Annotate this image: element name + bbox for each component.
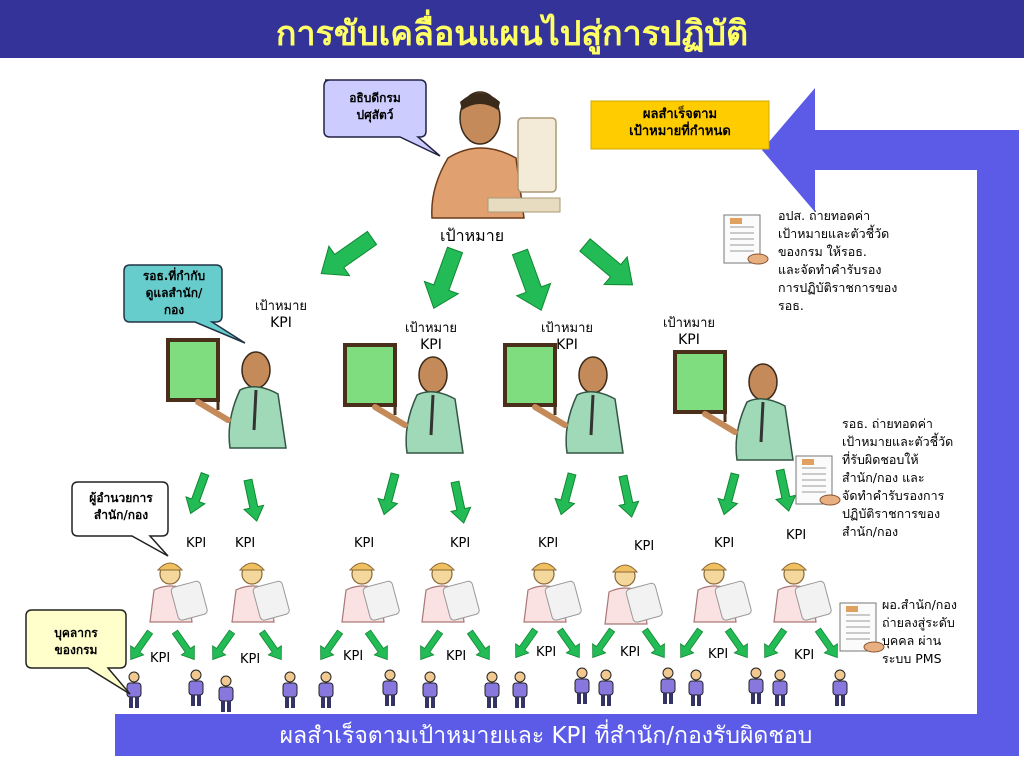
note-manager-line2: ถ่ายลงสู่ระดับ [882, 615, 955, 630]
kpi-label-3: KPI [556, 337, 578, 353]
callout-manager-text: ผู้อำนวยการ สำนัก/กอง [74, 490, 168, 524]
note-manager-line3: บุคคล ผ่าน [882, 633, 942, 648]
worker-row [149, 562, 833, 625]
goal-kpi-label-4: เป้าหมาย KPI [654, 315, 724, 349]
note-director-line5: การปฏิบัติราชการของ [778, 280, 898, 295]
kpi-staff-6: KPI [620, 645, 641, 660]
note-director-line3: ของกรม ให้รอธ. [778, 244, 867, 259]
callout-deputy-line3: กอง [163, 303, 185, 317]
note-manager: ผอ.สำนัก/กอง ถ่ายลงสู่ระดับ บุคคล ผ่าน ร… [882, 596, 992, 668]
result-box [590, 100, 770, 150]
goal-label-2: เป้าหมาย [404, 321, 458, 336]
manager-3 [505, 345, 623, 453]
kpi-staff-7: KPI [708, 647, 729, 662]
callout-manager-line2: สำนัก/กอง [93, 508, 149, 522]
note-deputy: รอธ. ถ่ายทอดค่า เป้าหมายและตัวชี้วัด ที่… [842, 415, 982, 541]
callout-deputy [123, 264, 246, 344]
kpi-worker-2: KPI [235, 536, 256, 551]
note-deputy-line1: รอธ. ถ่ายทอดค่า [842, 416, 933, 431]
worker-arrows [123, 625, 845, 665]
document-icon-1 [723, 214, 769, 265]
manager-2 [345, 345, 463, 453]
callout-staff-line1: บุคลากร [54, 626, 98, 640]
kpi-staff-4: KPI [446, 649, 467, 664]
callout-manager [71, 481, 169, 557]
goal-label-4: เป้าหมาย [662, 316, 716, 331]
goal-label-1: เป้าหมาย [254, 299, 308, 314]
return-arrow [762, 88, 1019, 756]
callout-staff-line2: ของกรม [54, 643, 98, 657]
kpi-worker-6: KPI [634, 539, 655, 554]
document-icon-3 [839, 602, 885, 653]
kpi-label-2: KPI [420, 337, 442, 353]
staff-row [126, 667, 848, 713]
note-deputy-line5: จัดทำคำรับรองการ [842, 488, 945, 503]
note-manager-line1: ผอ.สำนัก/กอง [882, 597, 957, 612]
result-box-line2: เป้าหมายที่กำหนด [629, 124, 731, 139]
callout-director-text: อธิบดีกรม ปศุสัตว์ [326, 90, 424, 124]
callout-manager-line1: ผู้อำนวยการ [89, 491, 153, 505]
goal-label-3: เป้าหมาย [540, 321, 594, 336]
callout-staff [25, 609, 131, 695]
note-deputy-line2: เป้าหมายและตัวชี้วัด [842, 434, 954, 449]
kpi-worker-8: KPI [786, 528, 807, 543]
callout-deputy-line2: ดูแลสำนัก/ [145, 286, 203, 300]
callout-director-line1: อธิบดีกรม [349, 91, 401, 105]
callout-director [323, 79, 441, 157]
manager-arrows [180, 467, 800, 526]
note-director-line6: รอธ. [778, 298, 804, 313]
director-figure [431, 91, 561, 219]
kpi-worker-7: KPI [714, 536, 735, 551]
callout-staff-text: บุคลากร ของกรม [28, 625, 124, 659]
note-director-line2: เป้าหมายและตัวชี้วัด [778, 226, 890, 241]
kpi-worker-3: KPI [354, 536, 375, 551]
goal-kpi-label-1: เป้าหมาย KPI [246, 298, 316, 332]
callout-deputy-text: รอธ.ที่กำกับ ดูแลสำนัก/ กอง [126, 268, 222, 319]
title-bar [0, 0, 1024, 58]
page-title: การขับเคลื่อนแผนไปสู่การปฏิบัติ [275, 14, 749, 54]
kpi-label-1: KPI [270, 315, 292, 331]
note-deputy-line7: สำนัก/กอง [842, 524, 899, 539]
document-icon-2 [795, 455, 841, 506]
kpi-staff-5: KPI [536, 645, 557, 660]
kpi-staff-8: KPI [794, 648, 815, 663]
kpi-staff-1: KPI [150, 651, 171, 666]
kpi-staff-2: KPI [240, 652, 261, 667]
goal-kpi-label-2: เป้าหมาย KPI [396, 320, 466, 354]
kpi-staff-3: KPI [343, 649, 364, 664]
note-manager-line4: ระบบ PMS [882, 651, 942, 666]
kpi-worker-1: KPI [186, 536, 207, 551]
footer-summary: ผลสำเร็จตามเป้าหมายและ KPI ที่สำนัก/กองร… [279, 723, 813, 749]
result-box-line1: ผลสำเร็จตาม [642, 107, 718, 122]
note-deputy-line3: ที่รับผิดชอบให้ [842, 452, 919, 467]
note-deputy-line6: ปฏิบัติราชการของ [842, 506, 941, 521]
kpi-worker-5: KPI [538, 536, 559, 551]
top-goal-label: เป้าหมาย [440, 226, 505, 245]
callout-deputy-line1: รอธ.ที่กำกับ [142, 269, 206, 283]
goal-kpi-label-3: เป้าหมาย KPI [532, 320, 602, 354]
kpi-label-4: KPI [678, 332, 700, 348]
note-director: อปส. ถ่ายทอดค่า เป้าหมายและตัวชี้วัด ของ… [778, 207, 938, 315]
callout-director-line2: ปศุสัตว์ [356, 108, 394, 122]
bottom-bar [115, 714, 977, 756]
note-director-line4: และจัดทำคำรับรอง [778, 262, 882, 277]
note-director-line1: อปส. ถ่ายทอดค่า [778, 208, 871, 223]
result-box-text: ผลสำเร็จตาม เป้าหมายที่กำหนด [591, 106, 769, 140]
manager-4 [675, 352, 793, 460]
note-deputy-line4: สำนัก/กอง และ [842, 470, 925, 485]
kpi-worker-4: KPI [450, 536, 471, 551]
manager-1 [168, 340, 286, 448]
